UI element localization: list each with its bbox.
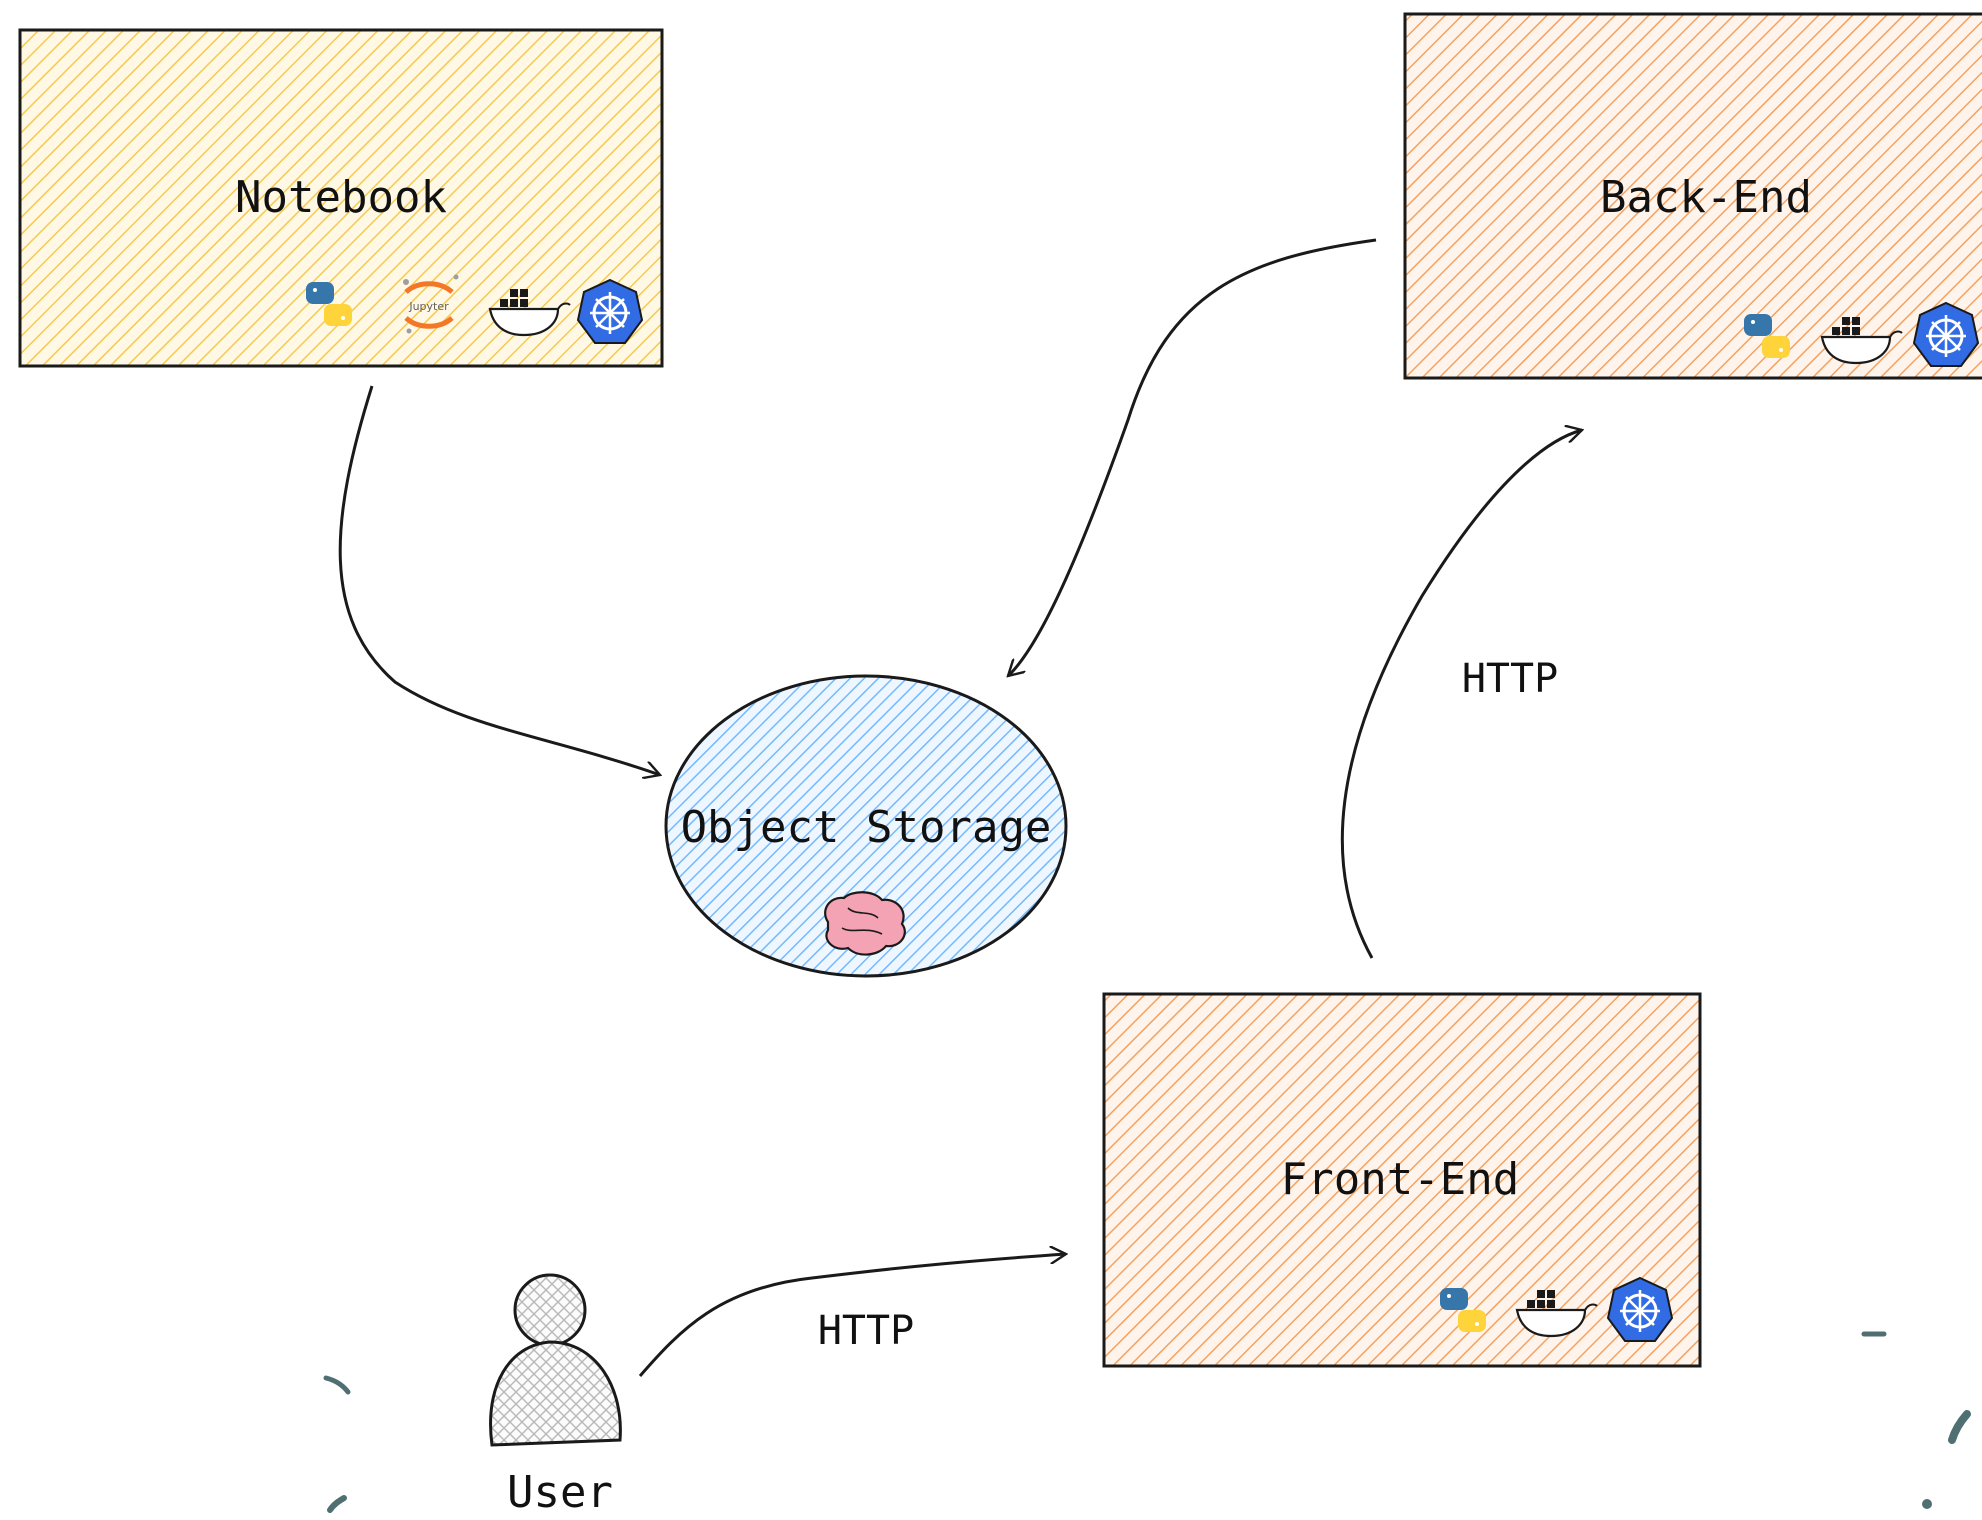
edge-notebook-to-storage [338, 385, 660, 775]
notebook-label: Notebook [235, 172, 447, 223]
python-icon [306, 282, 352, 326]
edge-frontend-to-backend: HTTP [1340, 430, 1582, 959]
kubernetes-icon [1912, 301, 1980, 367]
user-label: User [507, 1467, 613, 1518]
python-icon [1744, 314, 1790, 358]
kubernetes-icon [1606, 1276, 1674, 1342]
python-icon [1440, 1288, 1486, 1332]
storage-label: Object Storage [681, 802, 1052, 853]
decorative-marks [323, 1331, 1971, 1513]
edge-label-http-user: HTTP [818, 1308, 914, 1354]
edge-user-to-frontend: HTTP [638, 1254, 1066, 1377]
edge-backend-to-storage [1008, 238, 1377, 676]
docker-icon [1820, 317, 1903, 365]
user-node[interactable]: User [489, 1273, 622, 1518]
jupyter-wordmark: Jupyter [408, 300, 449, 313]
backend-box [1403, 12, 1982, 380]
notebook-node[interactable]: Notebook Jupyter [18, 28, 664, 368]
frontend-label: Front-End [1281, 1154, 1519, 1205]
edge-label-http-backend: HTTP [1462, 656, 1558, 702]
backend-label: Back-End [1600, 172, 1812, 223]
frontend-box [1102, 992, 1702, 1368]
brain-icon [824, 891, 906, 956]
storage-node[interactable]: Object Storage [664, 674, 1068, 978]
kubernetes-icon [576, 278, 644, 344]
storage-ellipse [664, 674, 1068, 978]
backend-node[interactable]: Back-End [1403, 12, 1982, 380]
frontend-node[interactable]: Front-End [1102, 992, 1702, 1368]
jupyter-icon: Jupyter [403, 274, 459, 334]
docker-icon [1515, 1290, 1598, 1338]
docker-icon [488, 289, 571, 337]
user-icon [489, 1273, 622, 1447]
